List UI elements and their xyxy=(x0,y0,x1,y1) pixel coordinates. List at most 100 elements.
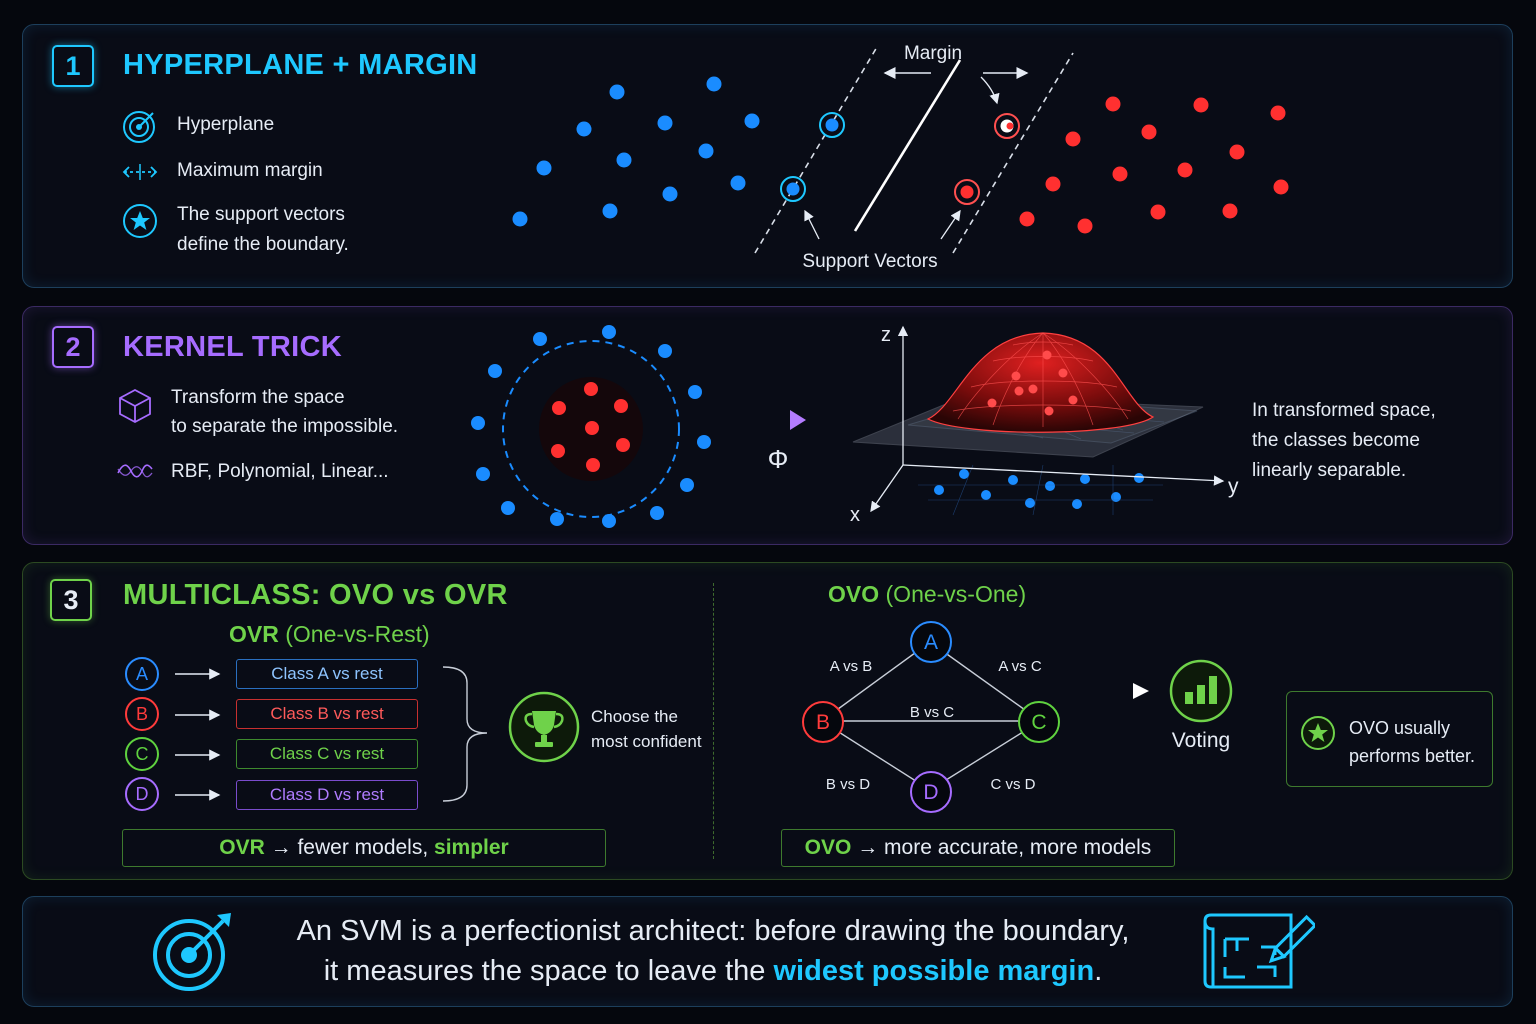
kernel-text-line1: Transform the space xyxy=(171,387,345,408)
ovr-summary: OVR → fewer models, simpler xyxy=(122,829,606,867)
ovr-arrows xyxy=(175,668,221,801)
ovr-heading-rest: (One-vs-Rest) xyxy=(285,621,430,647)
svg-text:C: C xyxy=(1031,711,1046,734)
ovo-callout-line1: OVO usually xyxy=(1349,718,1451,738)
class-b-vs-rest: Class B vs rest xyxy=(236,699,418,729)
ovo-graph: A B C D A vs B A vs C B vs C B vs D C vs… xyxy=(802,621,1060,813)
footer-line2-start: it measures the space to leave the xyxy=(323,955,766,987)
ovo-edges xyxy=(822,641,1040,791)
kernel-list: RBF, Polynomial, Linear... xyxy=(171,461,389,482)
ovo-callout: OVO usually performs better. xyxy=(1286,691,1493,787)
red-class-points xyxy=(1019,96,1289,234)
transformed-note-line2: the classes become xyxy=(1252,430,1420,451)
footer-line2: it measures the space to leave the wides… xyxy=(223,951,1203,991)
inner-red-points xyxy=(551,382,630,472)
edge-label-c-vs-d: C vs D xyxy=(991,776,1036,793)
edge-label-a-vs-b: A vs B xyxy=(830,658,873,675)
blueprint-pencil-icon xyxy=(1203,913,1315,989)
axis-y-label: y xyxy=(1228,475,1239,498)
voting-label: Voting xyxy=(1171,729,1231,752)
margin-label: Margin xyxy=(904,43,962,64)
transformed-note-line3: linearly separable. xyxy=(1252,460,1407,481)
ovr-ovo-divider xyxy=(713,583,714,859)
section-title-kernel: KERNEL TRICK xyxy=(123,331,342,363)
dome-red-points xyxy=(987,350,1078,416)
choose-line2: most confident xyxy=(591,732,702,751)
legend-support-line1: The support vectors xyxy=(177,204,345,225)
ovo-summary: OVO → more accurate, more models xyxy=(781,829,1175,867)
transformed-3d-diagram: z y x xyxy=(850,324,1239,526)
ovr-node-b: B xyxy=(125,697,159,731)
ovo-heading-rest: (One-vs-One) xyxy=(885,581,1027,607)
ovr-summary-end: simpler xyxy=(434,836,509,859)
support-pointer-left xyxy=(804,209,820,240)
ovr-node-a: A xyxy=(125,657,159,691)
section-number-3: 3 xyxy=(50,579,92,621)
section-title-multiclass: MULTICLASS: OVO vs OVR xyxy=(123,579,508,611)
ovo-callout-line2: performs better. xyxy=(1349,746,1476,766)
footer-line1: An SVM is a perfectionist architect: bef… xyxy=(296,915,1130,947)
footer-quote-panel: An SVM is a perfectionist architect: bef… xyxy=(22,896,1513,1007)
x-axis xyxy=(870,464,904,513)
ovo-summary-bold: OVO xyxy=(804,836,852,859)
star-badge-icon xyxy=(1301,716,1335,750)
footer-line2-end: . xyxy=(1094,955,1103,987)
support-vectors-label: Support Vectors xyxy=(802,251,937,272)
support-vector-blue-2 xyxy=(780,176,806,202)
edge-label-a-vs-c: A vs C xyxy=(998,658,1042,675)
margin-pointer xyxy=(980,76,1000,105)
section-number-1: 1 xyxy=(52,45,94,87)
choose-text: Choose the most confident xyxy=(591,704,702,754)
red-dome xyxy=(926,332,1155,433)
section-number-2: 2 xyxy=(52,326,94,368)
trophy-icon xyxy=(508,691,580,763)
svg-text:B: B xyxy=(816,711,830,734)
margin-line-right xyxy=(952,52,1074,254)
support-vector-red-2 xyxy=(954,179,980,205)
bullseye-arrow-icon xyxy=(153,913,231,991)
ovr-summary-bold: OVR xyxy=(219,836,265,859)
support-pointer-right xyxy=(940,209,961,240)
star-icon xyxy=(123,204,157,238)
svg-text:A: A xyxy=(924,631,938,654)
kernel-text-line2: to separate the impossible. xyxy=(171,416,399,437)
circular-boundary xyxy=(502,340,680,518)
ovo-node-c: C xyxy=(1018,701,1060,743)
legend-hyperplane: Hyperplane xyxy=(177,114,275,135)
support-vector-red-1 xyxy=(994,113,1020,139)
ovo-node-b: B xyxy=(802,701,844,743)
hyperplane-line xyxy=(853,59,962,232)
class-d-vs-rest: Class D vs rest xyxy=(236,780,418,810)
ovr-summary-mid: → fewer models, xyxy=(270,836,429,859)
cube-icon xyxy=(119,388,151,424)
footer-highlight: widest possible margin xyxy=(773,955,1095,987)
outer-blue-points xyxy=(471,325,711,528)
ovo-callout-text: OVO usually performs better. xyxy=(1349,714,1475,770)
legend-support-line2: define the boundary. xyxy=(177,234,349,255)
y-axis xyxy=(902,464,1225,486)
phi-symbol: Φ xyxy=(768,444,789,474)
ovr-node-c: C xyxy=(125,737,159,771)
choose-line1: Choose the xyxy=(591,707,678,726)
wave-icon xyxy=(117,464,153,478)
target-icon xyxy=(123,111,155,143)
panel-hyperplane-margin: 1 HYPERPLANE + MARGIN Hyperplane Maximum… xyxy=(22,24,1513,288)
ovo-node-a: A xyxy=(910,621,952,663)
blue-class-points xyxy=(512,76,760,227)
circular-data-diagram xyxy=(471,325,711,528)
bar-chart-icon xyxy=(1169,659,1233,723)
section-title-hyperplane: HYPERPLANE + MARGIN xyxy=(123,49,478,81)
phi-transform-arrow: Φ xyxy=(742,410,806,474)
axis-z-label: z xyxy=(881,324,891,346)
ovo-heading: OVO (One-vs-One) xyxy=(828,581,1026,608)
ovr-bracket xyxy=(442,666,488,802)
margin-line-left xyxy=(754,46,878,254)
panel-multiclass: 3 MULTICLASS: OVO vs OVR OVR (One-vs-Res… xyxy=(22,562,1513,880)
axis-x-label: x xyxy=(850,504,860,526)
hyperplane-diagram: Margin Support Vectors xyxy=(512,43,1289,272)
projected-blue-points xyxy=(934,469,1144,509)
ovr-node-d: D xyxy=(125,777,159,811)
margin-arrows-icon xyxy=(122,164,158,180)
panel-kernel-trick: 2 KERNEL TRICK Transform the space to se… xyxy=(22,306,1513,545)
class-c-vs-rest: Class C vs rest xyxy=(236,739,418,769)
